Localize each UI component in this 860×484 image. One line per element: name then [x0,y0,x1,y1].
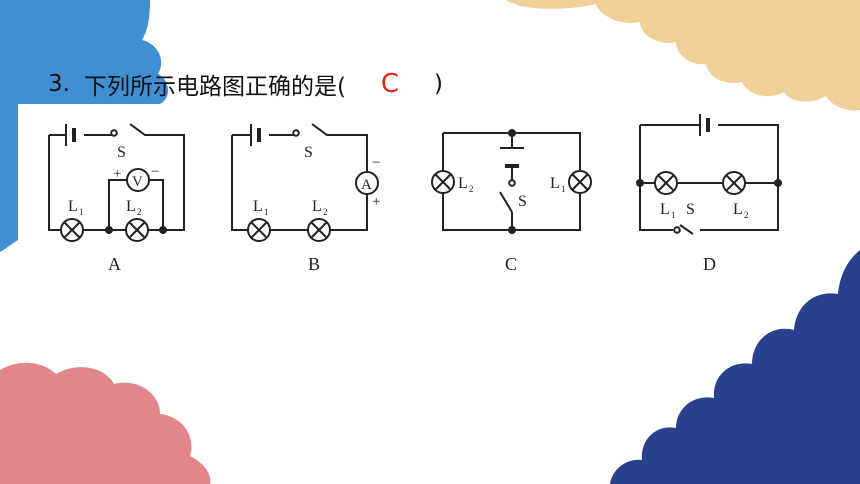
meter-minus-label: − [151,164,159,180]
switch-label: S [518,193,527,210]
switch-label: S [117,144,126,161]
lamp-l2-subscript: 2 [744,210,749,220]
lamp-l1-icon [247,218,271,242]
lamp-l1-icon [568,170,592,194]
option-letter: D [703,254,716,274]
lamp-l2-icon [125,218,149,242]
ammeter-icon [355,171,379,195]
lamp-l1-subscript: 1 [79,207,84,217]
tan-cloud-top-right [505,0,860,111]
lamp-l2-label: L [312,198,322,215]
meter-plus-label: + [113,166,121,182]
voltmeter-label: V [132,174,143,190]
lamp-l1-label: L [68,198,78,215]
content-panel [18,108,798,298]
meter-plus-label: + [372,194,380,210]
navy-cloud-bottom-right [610,250,860,484]
lamp-l2-icon [722,171,746,195]
pink-cloud-bottom-left [0,362,211,484]
switch-label: S [686,201,695,218]
voltmeter-icon [126,168,150,192]
lamp-l1-subscript: 1 [264,207,269,217]
question-line: 3. 下列所示电路图正确的是( C ) [48,64,443,104]
option-letter: B [308,254,320,274]
circuit-c [431,129,592,234]
circuit-b [231,123,379,242]
question-number: 3. [48,71,70,97]
blue-cloud-top-left [0,0,169,252]
answer-choice: C [380,69,400,99]
lamp-l1-icon [60,218,84,242]
lamp-l1-icon [654,171,678,195]
lamp-l1-label: L [550,175,560,192]
ammeter-label: A [361,177,372,193]
question-close-paren: ) [433,71,443,97]
lamp-l2-subscript: 2 [323,207,328,217]
circuit-d [636,114,782,235]
circuit-c-labels: S L 2 L 1 D C [458,175,566,274]
switch-label: S [304,144,313,161]
lamp-l2-label: L [733,201,743,218]
option-letter: C [505,254,517,274]
circuit-a-labels: S V + − L 1 L 2 A [68,144,159,274]
lamp-l2-subscript: 2 [469,184,474,194]
lamp-l2-label: L [458,175,468,192]
lamp-l1-label: L [253,198,263,215]
lamp-l1-subscript: 1 [671,210,676,220]
question-text: 下列所示电路图正确的是( [83,74,346,100]
circuit-b-labels: S A − + L 1 L 2 B [253,144,380,274]
lamp-l1-label: L [660,201,670,218]
lamp-l2-icon [307,218,331,242]
lamp-l1-subscript: 1 [561,184,566,194]
meter-minus-label: − [372,155,380,171]
circuit-a [48,123,185,242]
lamp-l2-label: L [126,198,136,215]
option-letter: A [108,254,121,274]
circuit-d-labels: L 1 S L 2 D [660,201,749,274]
lamp-l2-subscript: 2 [137,207,142,217]
lamp-l2-icon [431,170,455,194]
